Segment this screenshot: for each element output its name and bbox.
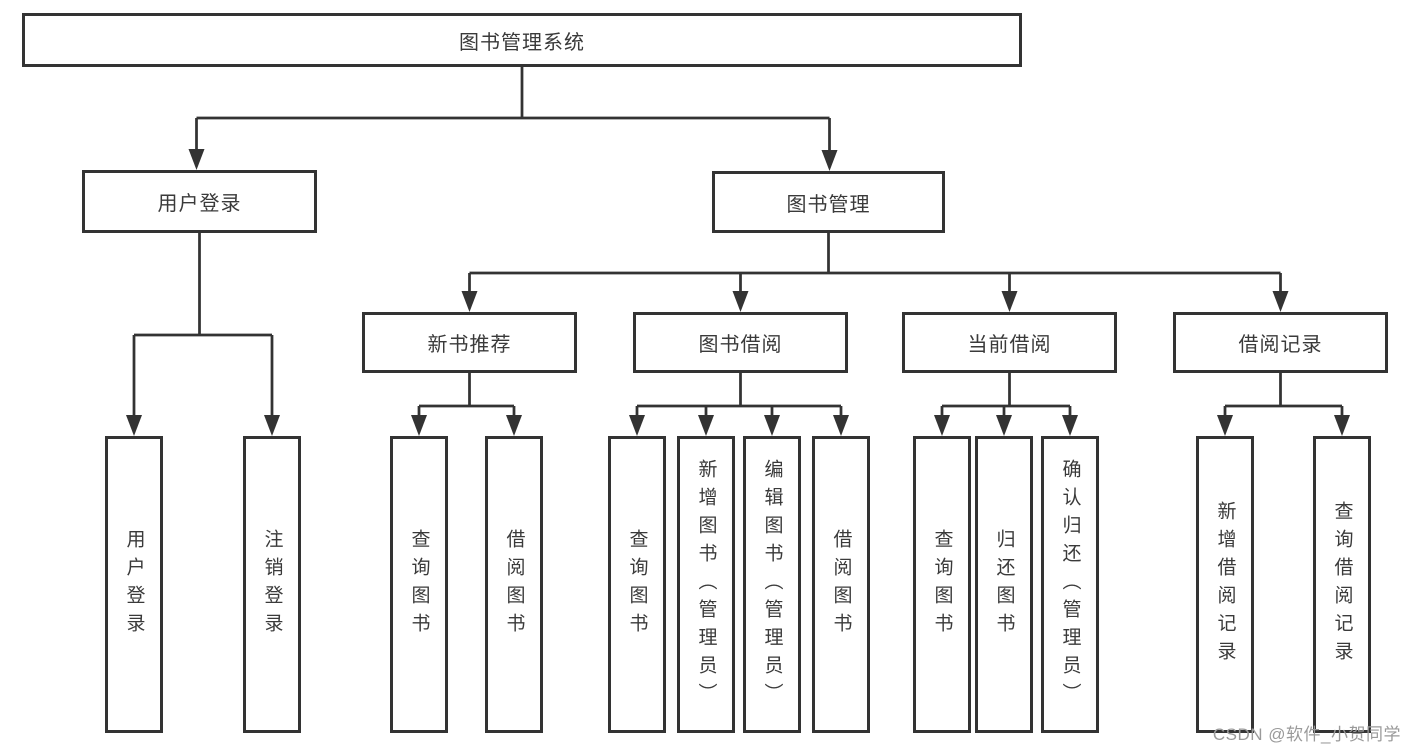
leaf-borrow-books-recommend: 借阅图书 [485, 436, 543, 733]
node-label: 当前借阅 [967, 334, 1052, 356]
node-book-borrowing: 图书借阅 [633, 312, 848, 373]
node-label: 借阅记录 [1238, 334, 1323, 356]
csdn-watermark: CSDN @软件_小贺同学 [1212, 725, 1401, 744]
leaf-query-books-borrowing: 查询图书 [608, 436, 666, 733]
node-label: 确认归还（管理员） [1059, 458, 1081, 711]
node-label: 查询图书 [408, 528, 430, 641]
node-label: 图书管理系统 [459, 31, 585, 54]
leaf-add-books-admin: 新增图书（管理员） [677, 436, 735, 733]
node-book-management: 图书管理 [712, 171, 945, 233]
node-label: 图书管理 [786, 193, 871, 216]
leaf-query-books-current: 查询图书 [913, 436, 971, 733]
leaf-confirm-return-admin: 确认归还（管理员） [1041, 436, 1099, 733]
node-new-book-recommend: 新书推荐 [362, 312, 577, 373]
node-label: 新增借阅记录 [1214, 500, 1236, 669]
node-label: 借阅图书 [830, 528, 852, 641]
node-current-borrowing: 当前借阅 [902, 312, 1117, 373]
leaf-query-borrow-record: 查询借阅记录 [1313, 436, 1371, 733]
node-label: 新书推荐 [427, 334, 512, 356]
node-label: 新增图书（管理员） [695, 458, 717, 711]
leaf-return-books: 归还图书 [975, 436, 1033, 733]
node-label: 用户登录 [123, 528, 145, 641]
leaf-logout: 注销登录 [243, 436, 301, 733]
leaf-add-borrow-record: 新增借阅记录 [1196, 436, 1254, 733]
node-label: 注销登录 [261, 528, 283, 641]
leaf-user-login: 用户登录 [105, 436, 163, 733]
node-label: 查询借阅记录 [1331, 500, 1353, 669]
node-borrowing-records: 借阅记录 [1173, 312, 1388, 373]
node-label: 归还图书 [993, 528, 1015, 641]
node-label: 图书借阅 [698, 334, 783, 356]
leaf-query-books-recommend: 查询图书 [390, 436, 448, 733]
node-user-login: 用户登录 [82, 170, 317, 233]
leaf-edit-books-admin: 编辑图书（管理员） [743, 436, 801, 733]
node-label: 编辑图书（管理员） [761, 458, 783, 711]
arrowheads [126, 149, 1350, 436]
node-library-management-system: 图书管理系统 [22, 13, 1022, 67]
node-label: 查询图书 [931, 528, 953, 641]
node-label: 用户登录 [157, 193, 242, 215]
leaf-borrow-books: 借阅图书 [812, 436, 870, 733]
node-label: 借阅图书 [503, 528, 525, 641]
node-label: 查询图书 [626, 528, 648, 641]
